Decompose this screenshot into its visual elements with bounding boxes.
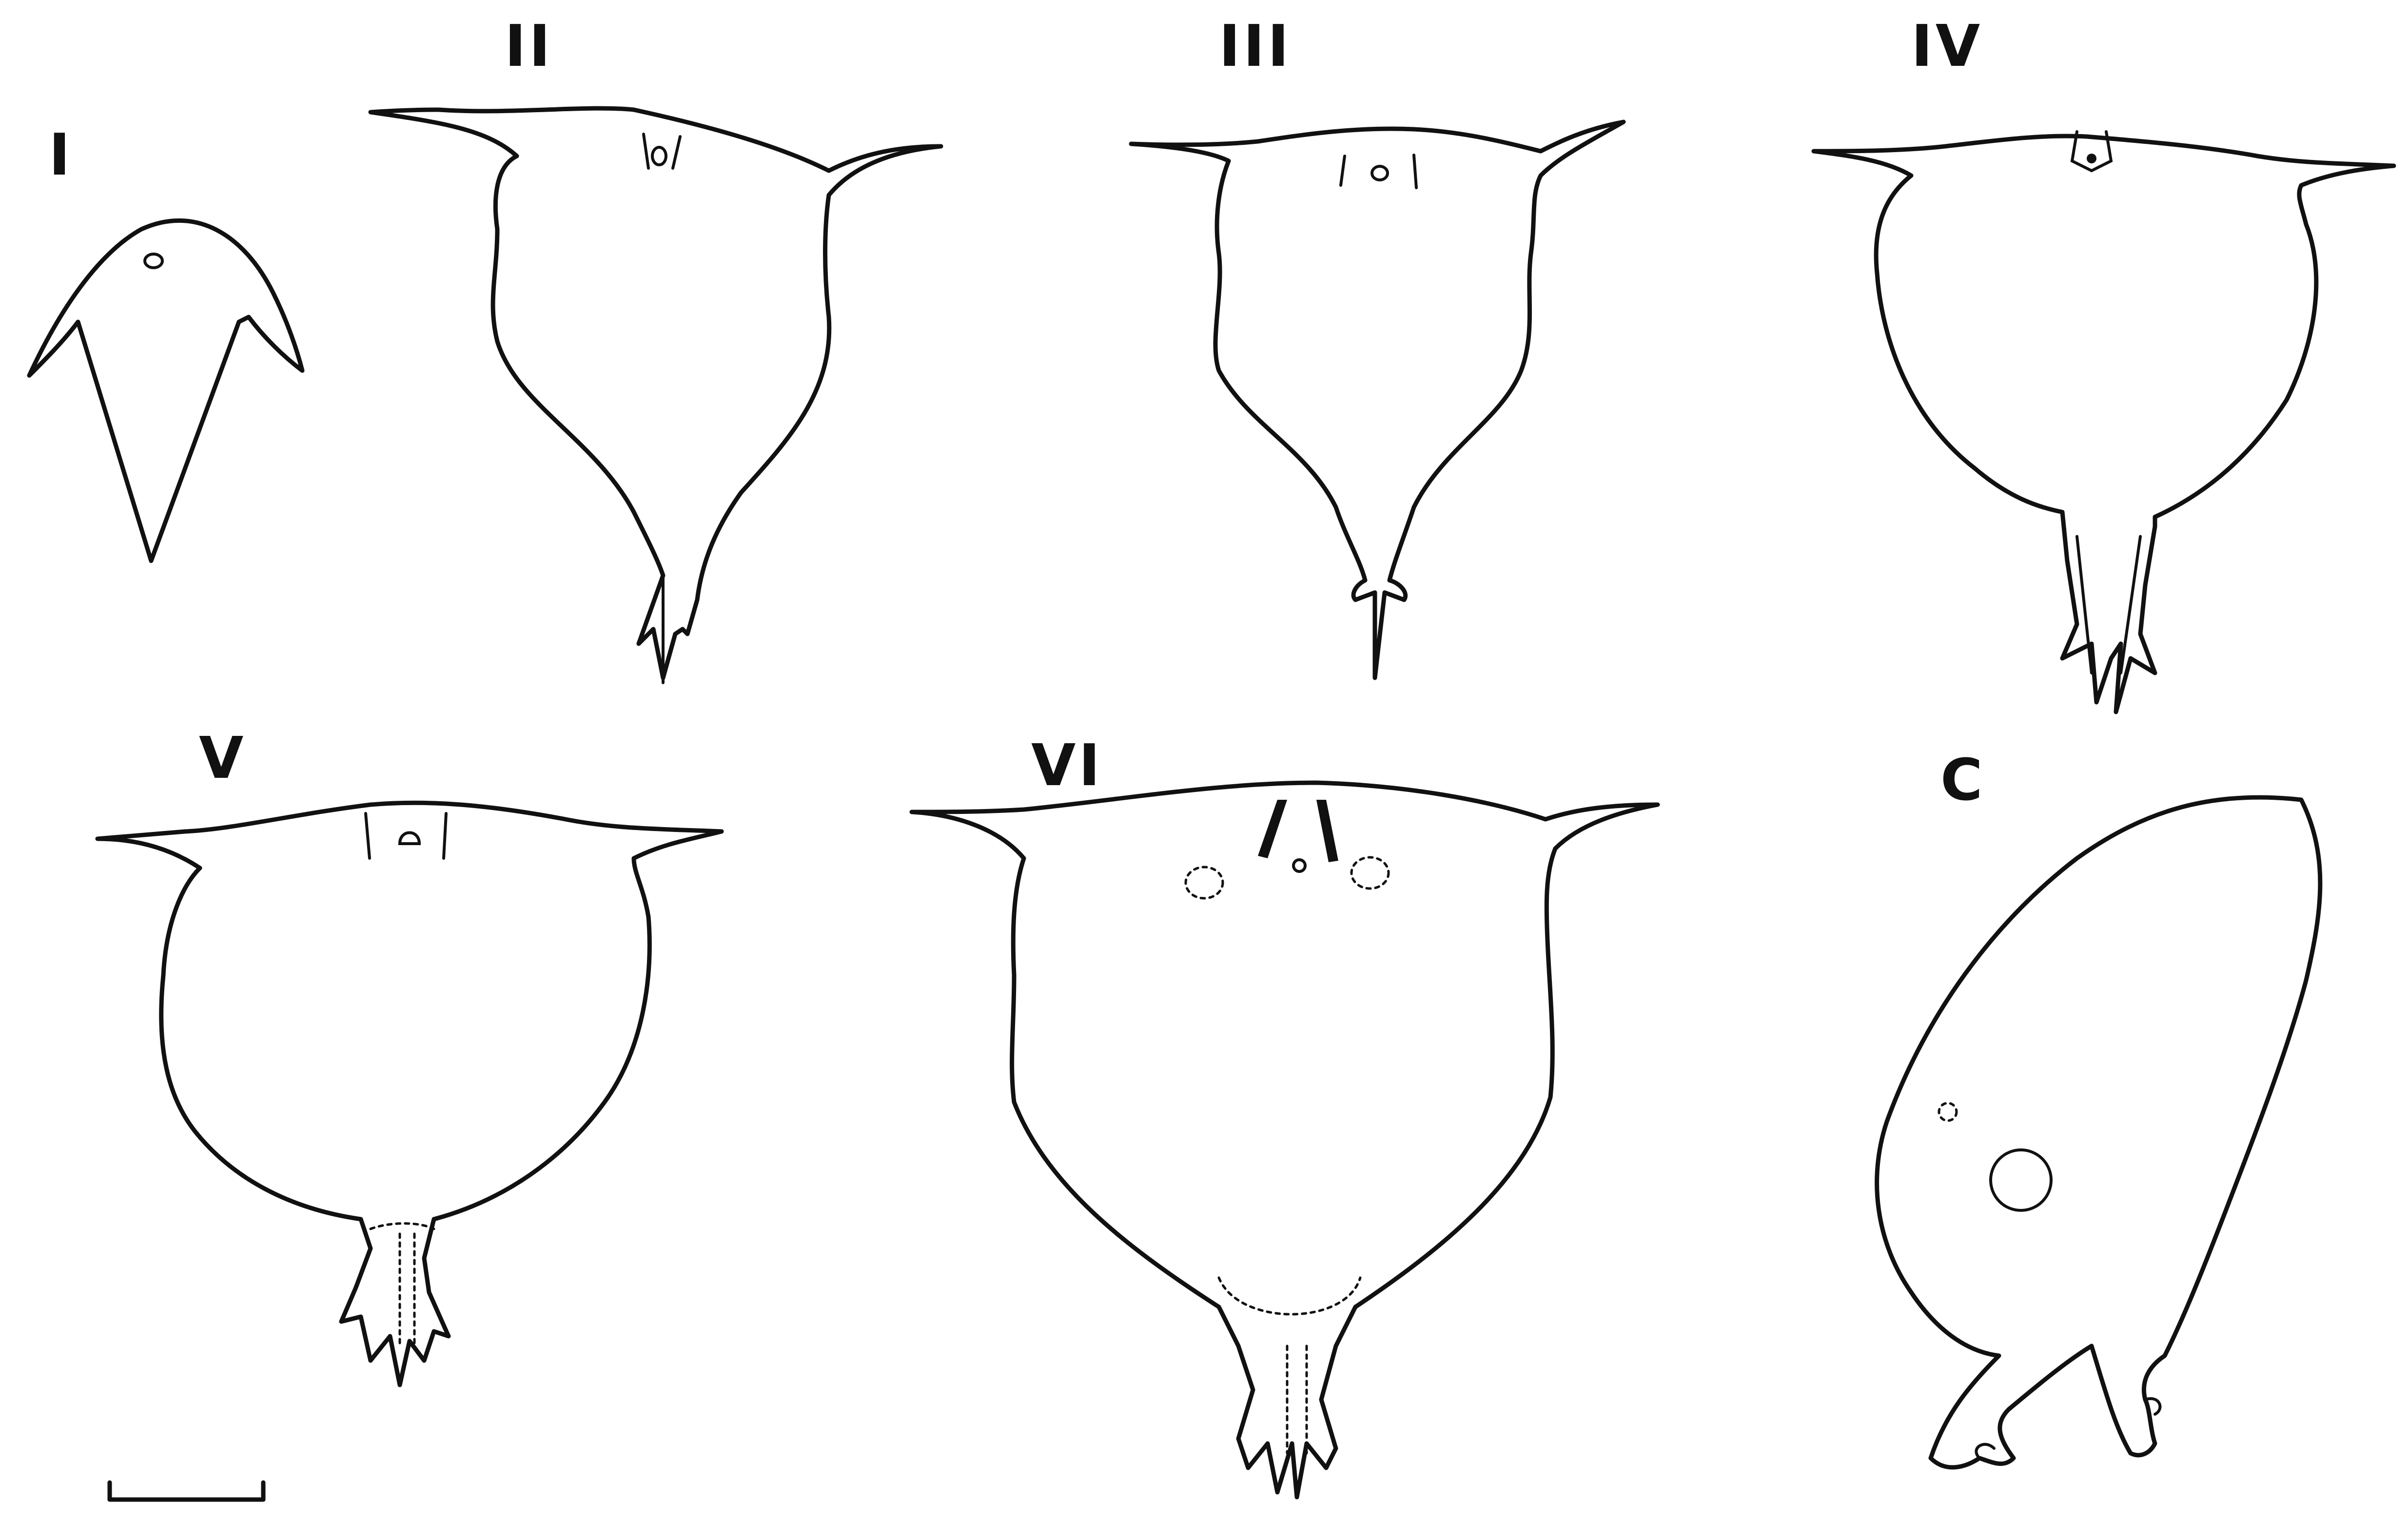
stage-V-outline xyxy=(98,803,722,1385)
stage-IV-outline xyxy=(1814,136,2394,712)
stage-V-frontal-right xyxy=(444,813,446,858)
stage-I-label: I xyxy=(49,121,73,188)
stage-III-eye xyxy=(1372,166,1388,180)
stage-II-frontal-right xyxy=(673,137,680,168)
stage-C-outline xyxy=(1877,797,2320,1467)
stage-C-label: C xyxy=(1940,746,1986,813)
stage-IV-drawing: IV xyxy=(1814,12,2394,712)
stage-VI-frontal-right xyxy=(1316,800,1338,862)
stage-VI-compound-eye-right xyxy=(1351,857,1389,889)
stage-III-label: III xyxy=(1219,12,1292,79)
stage-IV-tail-inner-right xyxy=(2121,536,2140,673)
stage-III-frontal-left xyxy=(1341,156,1345,185)
stage-II-eye xyxy=(652,147,666,165)
stage-VI-label: VI xyxy=(1031,731,1103,799)
stage-V-drawing: V xyxy=(98,724,722,1385)
stage-VI-drawing: VI xyxy=(912,731,1658,1497)
stage-I-drawing: I xyxy=(29,121,302,561)
stage-VI-nauplius-eye xyxy=(1293,860,1305,871)
stage-II-label: II xyxy=(505,12,553,79)
stage-C-eye-ring xyxy=(1991,1150,2051,1210)
stage-II-drawing: II xyxy=(371,12,941,683)
stage-II-outline xyxy=(371,108,941,678)
stage-III-drawing: III xyxy=(1131,12,1624,678)
stage-I-eye xyxy=(145,254,162,268)
stage-IV-label: IV xyxy=(1911,12,1983,79)
stage-VI-compound-eye-left xyxy=(1186,867,1223,898)
stage-C-drawing: C xyxy=(1877,746,2320,1467)
stage-V-label: V xyxy=(199,724,246,791)
stage-III-frontal-right xyxy=(1414,155,1416,188)
stage-I-outline xyxy=(29,220,302,561)
stage-VI-furca-boundary xyxy=(1219,1278,1360,1314)
stage-C-small-spot xyxy=(1939,1103,1957,1121)
stage-VI-outline xyxy=(912,783,1658,1497)
stage-V-furca-boundary xyxy=(371,1224,434,1229)
scale-bar xyxy=(110,1482,263,1500)
stage-V-frontal-left xyxy=(366,813,370,858)
stage-V-eye xyxy=(400,833,419,844)
stage-IV-eye xyxy=(2087,154,2096,163)
stage-VI-frontal-left xyxy=(1258,800,1287,858)
stage-II-frontal-left xyxy=(644,134,648,168)
stage-III-outline xyxy=(1131,122,1624,678)
stage-C-appendage-hook-left xyxy=(1976,1444,1994,1458)
stage-IV-tail-inner-left xyxy=(2077,536,2092,673)
